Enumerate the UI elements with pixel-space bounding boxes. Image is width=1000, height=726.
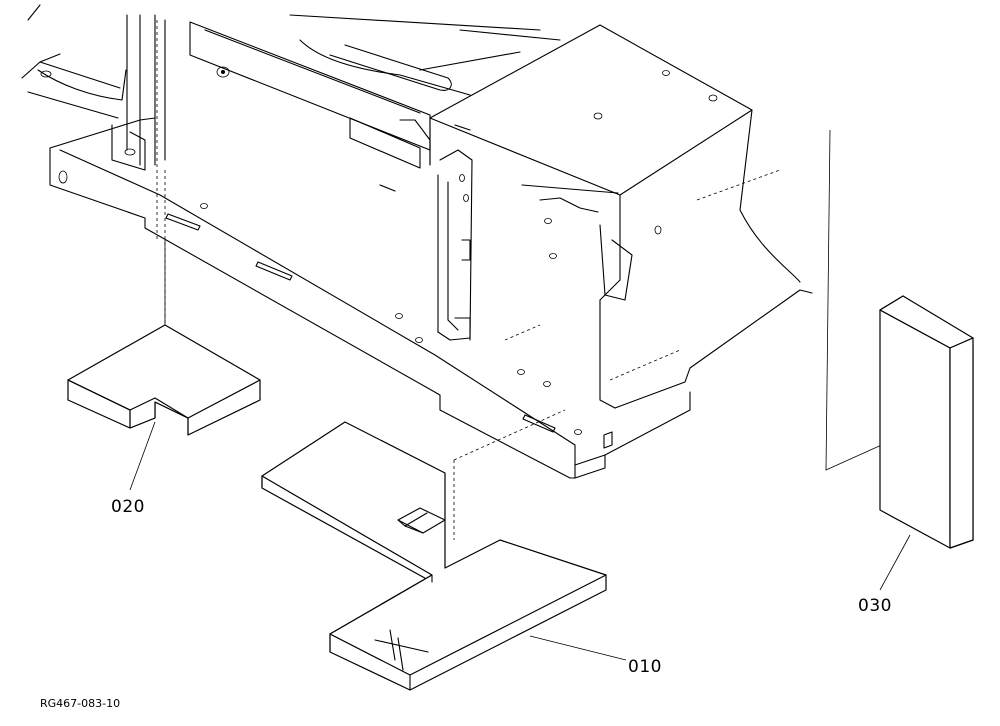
- hidden-lines: [156, 20, 781, 540]
- part-030-label: 030: [858, 596, 892, 616]
- part-020-label: 020: [111, 497, 145, 517]
- part-010-label: 010: [628, 657, 662, 677]
- drawing-code: RG467-083-10: [40, 697, 121, 710]
- part-020-shape: [67, 324, 261, 436]
- chassis-frame: [21, 4, 813, 479]
- part-010-shape: [261, 421, 607, 691]
- part-030-shape: [879, 295, 974, 549]
